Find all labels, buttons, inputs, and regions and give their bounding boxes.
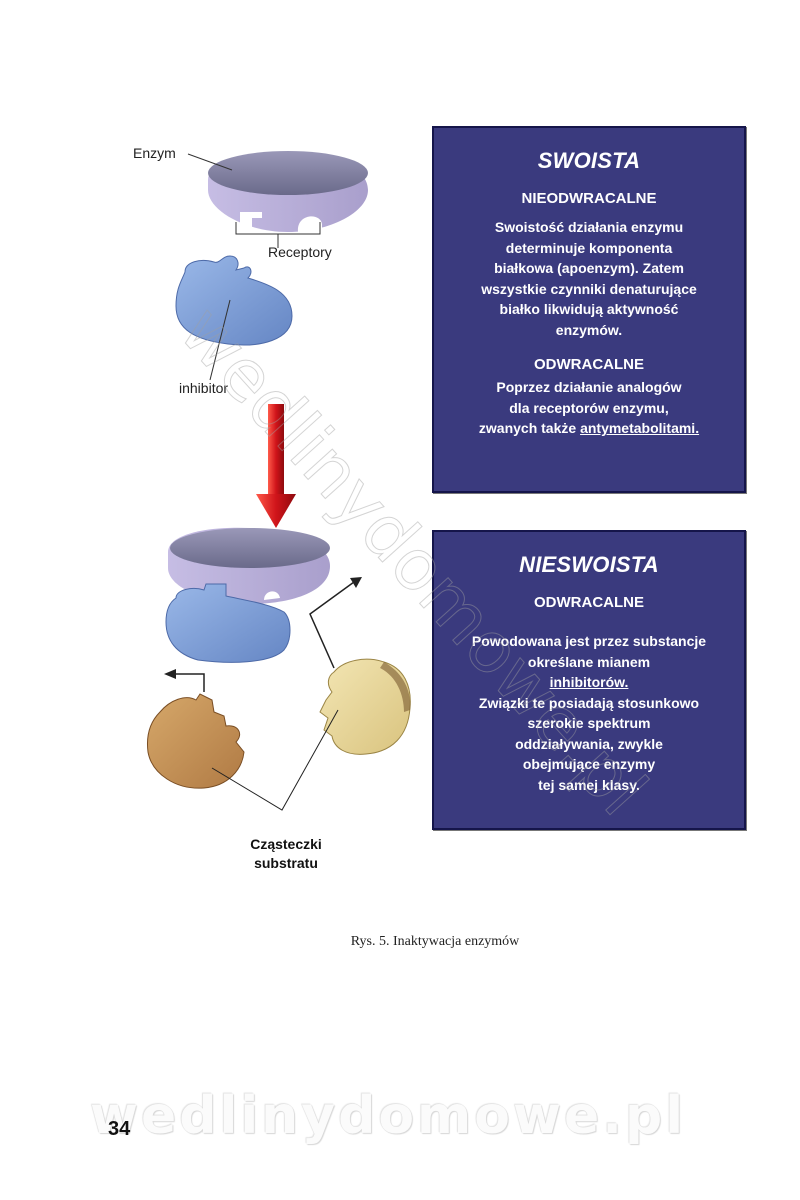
inhibitor-top <box>175 255 293 346</box>
text-line: białko likwidują aktywność <box>499 301 679 317</box>
bottom-watermark: wedlinydomowe.pl <box>90 1086 687 1146</box>
specific-inhibition-box: SWOISTA NIEODWRACALNE Swoistość działani… <box>432 126 746 493</box>
text-line: Związki te posiadają stosunkowo <box>478 694 700 711</box>
substrate-left-arrow <box>172 673 205 692</box>
inhibitor-bound <box>165 583 291 663</box>
substrate-label-line2: substratu <box>254 855 318 871</box>
receptors-label: Receptory <box>268 244 332 260</box>
box-specific-irreversible-text: Swoistość działania enzymu determinuje k… <box>434 217 744 340</box>
box-nonspecific-heading: ODWRACALNE <box>534 594 644 611</box>
text-line: Swoistość działania enzymu <box>494 219 684 235</box>
substrate-pointer-lines <box>211 709 339 811</box>
inhibitors-term: inhibitorów. <box>549 674 629 690</box>
receptors-bracket <box>235 222 321 248</box>
substrate-molecule-brown <box>147 693 245 789</box>
enzyme-top <box>208 151 368 232</box>
text-line: oddziaływania, zwykle <box>515 735 663 752</box>
page-number: 34 <box>108 1118 131 1140</box>
text-line: Powodowana jest przez substancje <box>471 633 707 649</box>
antimetabolites-term: antymetabolitami. <box>580 420 700 436</box>
arrowhead-right <box>350 577 362 588</box>
inhibitor-label: inhibitor <box>179 380 229 396</box>
text-line: białkowa (apoenzym). Zatem <box>494 260 684 276</box>
box-nonspecific-title: NIESWOISTA <box>519 552 659 577</box>
enzyme-label: Enzym <box>133 145 176 161</box>
box-specific-title: SWOISTA <box>537 148 641 173</box>
box-specific-reversible-text: Poprzez działanie analogów dla receptoró… <box>434 377 744 439</box>
red-down-arrow <box>256 404 296 528</box>
box-specific-heading-reversible: ODWRACALNE <box>534 356 644 373</box>
text-line: enzymów. <box>555 321 623 338</box>
text-line: Poprzez działanie analogów <box>496 379 682 395</box>
text-line: obejmujące enzymy <box>522 756 656 772</box>
nonspecific-inhibition-box: NIESWOISTA ODWRACALNE Powodowana jest pr… <box>432 530 746 830</box>
substrate-molecule-light <box>319 658 411 755</box>
text-line: dla receptorów enzymu, <box>509 399 669 416</box>
enzyme-inactivation-diagram <box>147 151 411 811</box>
text-line: wszystkie czynniki denaturujące <box>481 280 697 297</box>
enzyme-pointer <box>187 153 233 171</box>
text-line: szerokie spektrum <box>527 715 651 731</box>
box-nonspecific-text: Powodowana jest przez substancje określa… <box>434 631 744 795</box>
substrate-right-arrow <box>309 581 355 669</box>
text-line: tej samej klasy. <box>538 776 640 793</box>
box-specific-heading-irreversible: NIEODWRACALNE <box>521 190 657 207</box>
arrowhead-left <box>164 669 176 679</box>
substrate-label: Cząsteczki substratu <box>236 835 336 873</box>
inhibitor-pointer <box>209 299 231 381</box>
text-line: zwanych także antymetabolitami. <box>434 418 744 439</box>
figure-caption: Rys. 5. Inaktywacja enzymów <box>350 934 520 949</box>
substrate-label-line1: Cząsteczki <box>250 836 322 852</box>
text-line: określane mianem <box>527 653 651 670</box>
text-line: determinuje komponenta <box>505 239 673 256</box>
text-prefix: zwanych także <box>478 420 581 436</box>
